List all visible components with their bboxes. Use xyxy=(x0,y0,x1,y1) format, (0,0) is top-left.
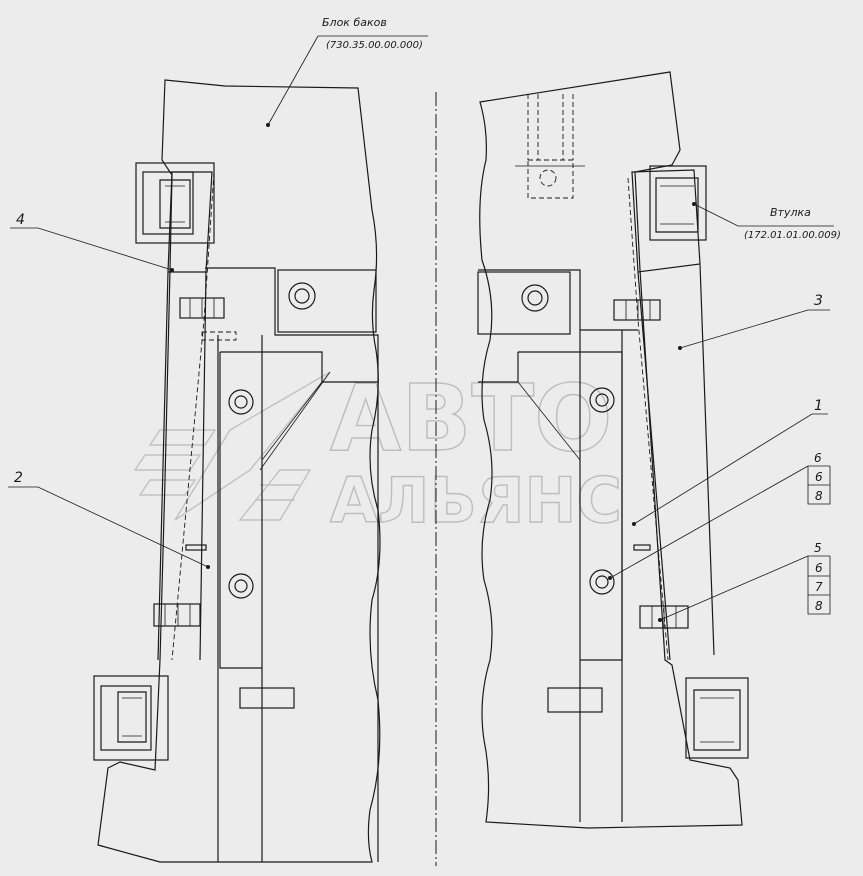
watermark-line2: АЛЬЯНС xyxy=(330,464,622,537)
tank-block-code: (730.35.00.00.000) xyxy=(326,40,423,51)
left-mount-plate xyxy=(205,267,379,862)
table-b-row-1: 6 xyxy=(815,561,823,575)
left-bolt-lower-icon xyxy=(228,573,254,599)
bracket-3 xyxy=(631,169,715,661)
right-top-nut-icon xyxy=(521,284,549,312)
left-bottom-clamp xyxy=(93,675,169,761)
left-view xyxy=(93,79,381,863)
right-side-bolt-lower-icon xyxy=(639,605,689,629)
right-view xyxy=(477,71,749,829)
position-2-label: 2 xyxy=(14,470,23,486)
table-a-row-1: 6 xyxy=(815,470,823,484)
bushing-name: Втулка xyxy=(770,206,811,219)
right-top-clamp xyxy=(649,165,707,241)
bushing-code: (172.01.01.00.009) xyxy=(744,230,841,241)
right-label-plate xyxy=(547,687,603,713)
tank-block-name: Блок баков xyxy=(322,16,387,29)
left-top-clamp xyxy=(135,162,215,244)
position-4-label: 4 xyxy=(16,212,25,228)
position-3-label: 3 xyxy=(814,293,823,309)
left-bolt-upper-icon xyxy=(228,389,254,415)
position-6-label: 6 xyxy=(814,451,822,465)
right-top-slot xyxy=(515,94,585,199)
right-bolt-upper-icon xyxy=(589,387,615,413)
position-1-label: 1 xyxy=(814,398,823,414)
left-top-nut-icon xyxy=(288,282,316,310)
right-bottom-clamp xyxy=(685,677,749,759)
leader-lines xyxy=(8,35,834,622)
right-mount-plate xyxy=(478,269,638,822)
left-side-bolt-upper-icon xyxy=(179,297,225,319)
table-b-row-3: 8 xyxy=(815,599,823,613)
right-tank-outline xyxy=(479,71,743,829)
watermark-line1: АВТО xyxy=(330,365,612,472)
position-5-label: 5 xyxy=(814,541,822,555)
right-bolt-lower-icon xyxy=(589,569,615,595)
table-b-row-2: 7 xyxy=(815,580,823,594)
left-side-bolt-lower-icon xyxy=(153,603,201,627)
table-a-row-2: 8 xyxy=(815,489,823,503)
right-side-bolt-upper-icon xyxy=(613,299,661,321)
left-label-plate xyxy=(239,687,295,709)
